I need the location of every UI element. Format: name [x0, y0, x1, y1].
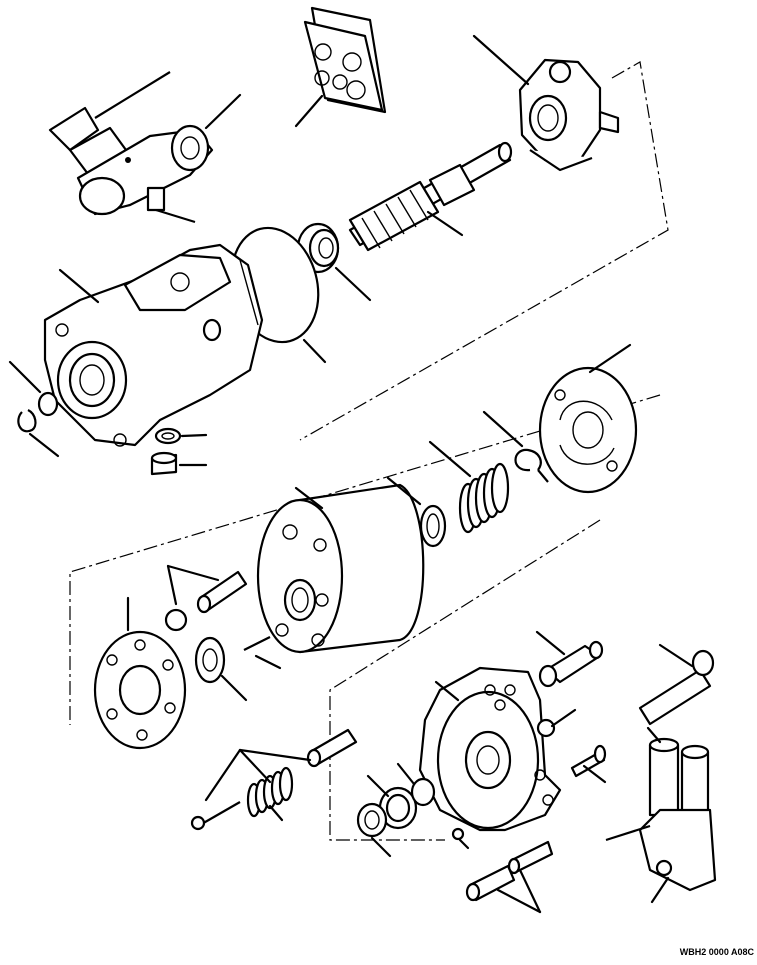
valve-plate: [538, 366, 638, 494]
diagram-caption: WBH2 0000 A08C: [680, 947, 755, 957]
control-spool-set: [190, 728, 358, 831]
swash-plate-cradle: [518, 58, 620, 172]
pump-housing: [43, 243, 264, 447]
bottom-sleeves: [465, 840, 554, 902]
end-cover: [418, 666, 562, 832]
leader-lines: [8, 34, 694, 914]
shoe-retainer-plate: [93, 630, 187, 750]
control-valve-assembly: [605, 737, 717, 892]
end-cover-bearing: [356, 777, 465, 841]
right-pin: [638, 649, 715, 726]
cylinder-block: [256, 483, 425, 654]
piston-and-shoe: [164, 570, 248, 632]
spring-washer: [419, 504, 447, 548]
retaining-snap-ring: [514, 448, 549, 483]
solenoid-valve: [538, 640, 604, 688]
end-cover-fasteners: [536, 718, 607, 778]
electrical-sensor-assembly: [48, 71, 214, 224]
housing-small-parts: [17, 391, 182, 476]
seal-kit-packet: [303, 6, 387, 114]
ball-guide: [194, 636, 271, 684]
assembly-guide-lines: [69, 61, 669, 841]
drive-shaft: [348, 141, 513, 252]
compression-spring: [458, 462, 510, 534]
